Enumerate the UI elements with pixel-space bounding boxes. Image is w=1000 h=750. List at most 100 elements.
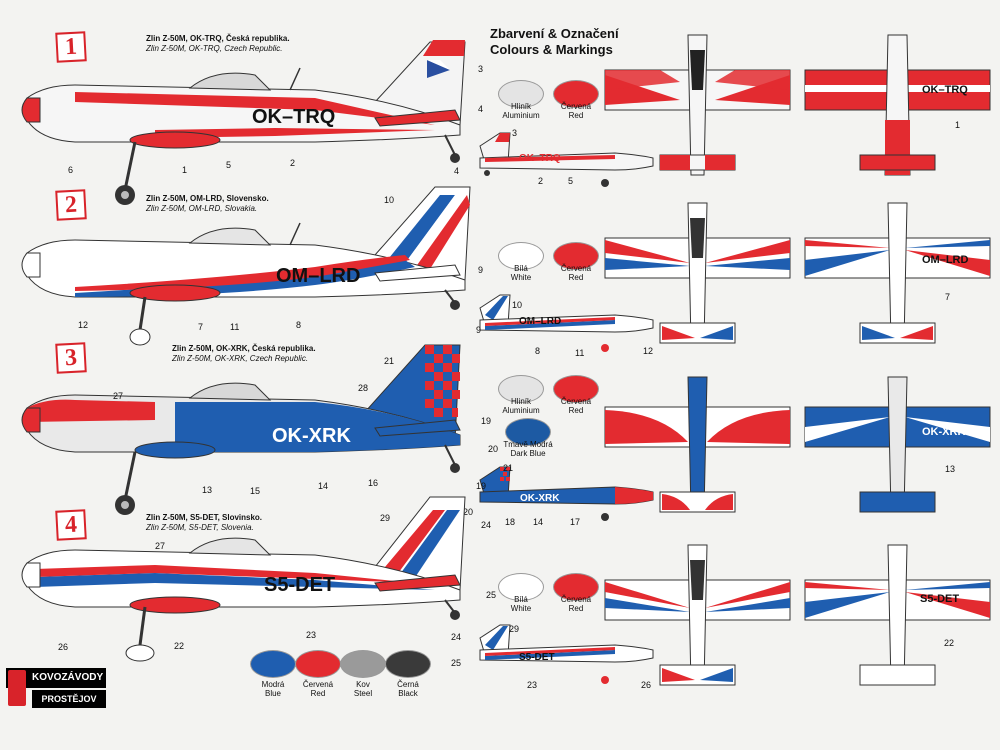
v4-small-registration: S5-DET — [519, 652, 555, 663]
variant-2-caption-en: Zlin Z-50M, OM-LRD, Slovakia. — [146, 204, 258, 213]
logo-mark — [8, 670, 26, 706]
v1-swatch-aluminium — [498, 80, 544, 108]
v3-swatch-aluminium — [498, 375, 544, 403]
v4-small-callout-24: 24 — [451, 632, 462, 642]
v2-small-registration: OM–LRD — [519, 316, 562, 327]
v3-swatch-dark-blue — [505, 418, 551, 446]
v4-callout-23: 23 — [306, 630, 317, 640]
v1-small-registration: OK–TRQ — [519, 153, 561, 164]
v1-callout-5: 5 — [226, 160, 232, 170]
variant-3-caption-en: Zlin Z-50M, OK-XRK, Czech Republic. — [172, 354, 309, 363]
v1-small-callout-5: 5 — [568, 176, 574, 186]
variant-4-caption: Zlin Z-50M, S5-DET, Slovinsko. Zlin Z-50… — [146, 513, 262, 533]
variant-1-caption-cz: Zlin Z-50M, OK-TRQ, Česká republika. — [146, 34, 290, 43]
variant-2-top-view — [604, 202, 791, 344]
v3-callout-21: 21 — [384, 356, 395, 366]
v4-callout-27: 27 — [155, 541, 166, 551]
v3-small-callout-19: 19 — [476, 481, 487, 491]
heading-english: Colours & Markings — [490, 42, 613, 57]
v3-callout-27: 27 — [113, 391, 124, 401]
variant-4-side-profile — [21, 496, 466, 662]
variant-3-top-view — [604, 376, 791, 513]
variant-1-top-view — [604, 34, 791, 176]
v1-bottom-callout-1: 1 — [955, 120, 961, 130]
v2-callout-10: 10 — [384, 195, 395, 205]
v3-small-callout-18: 18 — [505, 517, 516, 527]
v4-callout-22: 22 — [174, 641, 185, 651]
v3-callout-28: 28 — [358, 383, 369, 393]
swatch-red — [295, 650, 341, 678]
v3-bottom-registration: OK-XRK — [922, 426, 966, 438]
v2-small-callout-9: 9 — [476, 325, 482, 335]
variant-4-top-view — [604, 544, 791, 686]
logo-top-text: KOVOZÁVODY — [6, 668, 106, 688]
v4-bottom-callout-22: 22 — [944, 638, 955, 648]
page-heading: Zbarvení & Označení Colours & Markings — [490, 26, 619, 58]
variant-1-caption: Zlin Z-50M, OK-TRQ, Česká republika. Zli… — [146, 34, 290, 54]
swatch-blue — [250, 650, 296, 678]
variant-1-caption-en: Zlin Z-50M, OK-TRQ, Czech Republic. — [146, 44, 283, 53]
v2-small-callout-10: 10 — [512, 300, 523, 310]
v2-callout-8: 8 — [296, 320, 302, 330]
kovozavody-logo: KOVOZÁVODY PROSTĚJOV — [6, 668, 106, 710]
v4-callout-29: 29 — [380, 513, 391, 523]
v2-callout-11: 11 — [230, 322, 240, 332]
heading-czech: Zbarvení & Označení — [490, 26, 619, 41]
variant-4-caption-cz: Zlin Z-50M, S5-DET, Slovinsko. — [146, 513, 263, 522]
variant-1-small-profile — [479, 132, 654, 187]
v2-bottom-registration: OM–LRD — [922, 254, 969, 266]
v3-callout-19: 19 — [481, 416, 492, 426]
variant-3-registration: OK-XRK — [272, 425, 351, 447]
v3-callout-14: 14 — [318, 481, 329, 491]
v4-small-callout-23: 23 — [527, 680, 538, 690]
v2-swatch-white — [498, 242, 544, 270]
v1-callout-2: 2 — [290, 158, 296, 168]
v3-small-callout-20: 20 — [463, 507, 474, 517]
v3-small-registration: OK-XRK — [520, 493, 560, 504]
variant-3-bottom-view — [804, 376, 991, 513]
v2-small-callout-11: 11 — [575, 348, 585, 358]
variant-2-bottom-view — [804, 202, 991, 344]
v3-callout-16: 16 — [368, 478, 379, 488]
v4-small-callout-26: 26 — [641, 680, 652, 690]
variant-4-small-profile — [479, 624, 654, 684]
variant-2-registration: OM–LRD — [276, 265, 361, 287]
variant-4-caption-en: Zlin Z-50M, S5-DET, Slovenia. — [146, 523, 254, 532]
v4-callout-26: 26 — [58, 642, 69, 652]
v3-swatch-red — [553, 375, 599, 403]
v3-callout-15: 15 — [250, 486, 261, 496]
logo-bottom-text: PROSTĚJOV — [32, 690, 106, 708]
v4-callout-24: 24 — [481, 520, 492, 530]
variant-4-bottom-view — [804, 544, 991, 686]
v4-small-callout-25: 25 — [451, 658, 462, 668]
variant-3-caption: Zlin Z-50M, OK-XRK, Česká republika. Zli… — [172, 344, 316, 364]
v3-callout-13: 13 — [202, 485, 213, 495]
v2-small-callout-12: 12 — [643, 346, 654, 356]
v4-small-callout-29: 29 — [509, 624, 520, 634]
v2-callout-9: 9 — [478, 265, 484, 275]
v3-callout-20: 20 — [488, 444, 499, 454]
v3-small-callout-14: 14 — [533, 517, 544, 527]
v3-small-callout-21: 21 — [503, 463, 514, 473]
v1-bottom-registration: OK–TRQ — [922, 84, 968, 96]
v1-callout-4: 4 — [478, 104, 484, 114]
v2-small-callout-8: 8 — [535, 346, 541, 356]
v4-swatch-red — [553, 573, 599, 601]
v2-swatch-red — [553, 242, 599, 270]
variant-2-side-profile — [21, 186, 471, 346]
v4-swatch-white — [498, 573, 544, 601]
v1-small-callout-4: 4 — [454, 166, 460, 176]
